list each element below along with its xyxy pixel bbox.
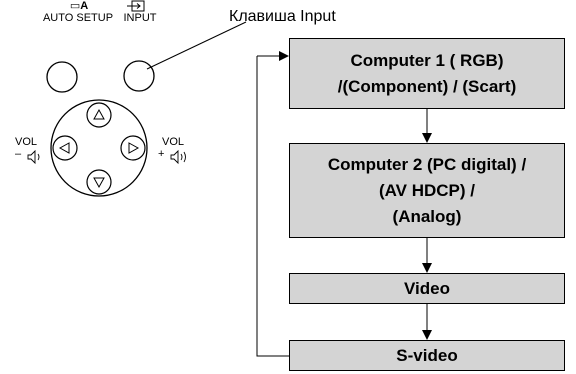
monitor-icon: ▭	[69, 0, 81, 12]
vol-left-label: VOL	[15, 136, 38, 148]
box-line: Computer 1 ( RGB)	[350, 50, 504, 70]
box-line: S-video	[396, 345, 458, 365]
speaker-left-icon	[27, 149, 40, 165]
auto-setup-label: AUTO SETUP	[42, 12, 114, 24]
source-box-computer-1: Computer 1 ( RGB) /(Component) / (Scart)	[289, 38, 565, 109]
callout-label: Клавиша Input	[229, 8, 336, 25]
right-button[interactable]	[120, 135, 146, 161]
down-button[interactable]	[86, 169, 112, 195]
source-box-s-video: S-video	[289, 340, 565, 371]
box-line: Computer 2 (PC digital) /	[327, 154, 527, 174]
callout-line	[146, 21, 247, 70]
source-box-computer-2: Computer 2 (PC digital) / (AV HDCP) / (A…	[289, 143, 565, 238]
vol-left-sign: –	[15, 148, 22, 160]
auto-setup-button[interactable]	[46, 61, 78, 93]
input-label: INPUT	[123, 12, 157, 24]
input-button[interactable]	[123, 60, 155, 92]
vol-right-label: VOL	[162, 136, 185, 148]
auto-setup-icon: ▭A	[69, 0, 89, 12]
input-icon	[127, 0, 145, 12]
left-button[interactable]	[52, 135, 78, 161]
box-line: Video	[404, 278, 450, 298]
speaker-right-icon	[170, 149, 186, 165]
vol-right-sign: +	[158, 148, 165, 160]
dpad-ring	[50, 99, 148, 197]
box-line: (Analog)	[392, 206, 462, 226]
box-line: (AV HDCP) /	[378, 180, 475, 200]
box-line: /(Component) / (Scart)	[337, 76, 517, 96]
source-box-video: Video	[289, 273, 565, 304]
up-button[interactable]	[86, 102, 112, 128]
loop-back-line	[256, 56, 289, 357]
